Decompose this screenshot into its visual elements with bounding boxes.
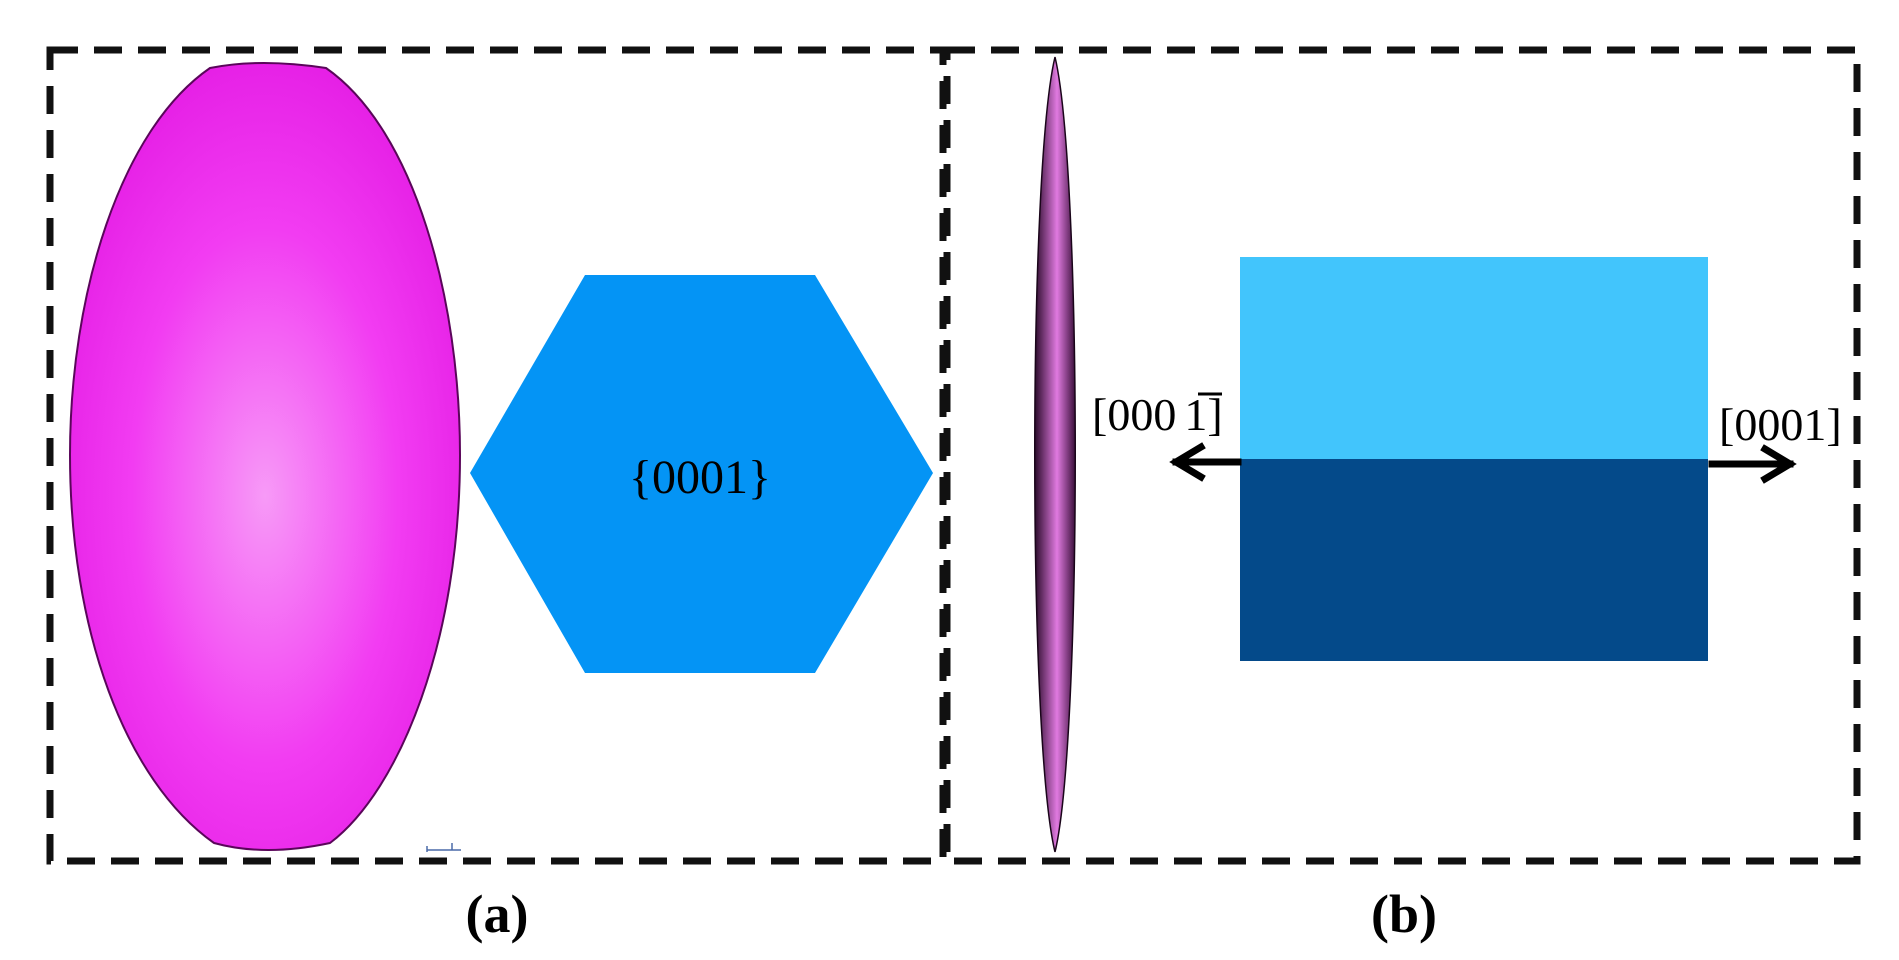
basal-plane-hexagon xyxy=(470,275,933,673)
arrow-left xyxy=(1169,442,1242,482)
block-top-half xyxy=(1240,257,1708,459)
panel-b-frame xyxy=(943,46,1861,865)
panel-a: {0001} (a) xyxy=(46,46,947,944)
direction-label-right: [0001] xyxy=(1719,399,1842,450)
left-direction-digits: 000 xyxy=(1107,389,1176,440)
ellipsoid-particle xyxy=(68,62,462,851)
block-bottom-half xyxy=(1240,459,1708,661)
scale-bar-mark xyxy=(426,843,461,852)
svg-text:[0001]: [0001] xyxy=(1092,389,1223,440)
facet-label: {0001} xyxy=(629,451,771,504)
panel-b-label: (b) xyxy=(1371,884,1437,944)
arrow-right xyxy=(1708,444,1797,484)
left-bracket-close: ] xyxy=(1207,389,1222,440)
left-direction-barred-digit: 1 xyxy=(1184,389,1207,440)
panel-a-frame xyxy=(46,46,947,865)
left-bracket-open: [ xyxy=(1092,389,1107,440)
panel-a-label: (a) xyxy=(466,884,529,944)
needle-particle xyxy=(1034,56,1076,853)
